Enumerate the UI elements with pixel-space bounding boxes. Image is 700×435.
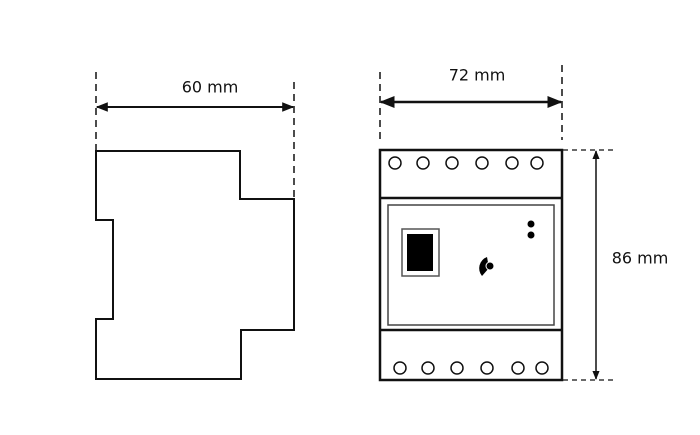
indicator-led-icon	[527, 220, 535, 228]
front-width-dimension	[379, 65, 563, 140]
terminal-screw	[388, 156, 402, 170]
terminal-screw	[393, 361, 407, 375]
front-height-label: 86 mm	[611, 248, 669, 268]
front-outline	[378, 148, 564, 382]
indicator-led-icon	[527, 231, 535, 239]
side-width-label: 60 mm	[181, 77, 239, 97]
side-width-dimension	[95, 72, 295, 199]
terminal-screw	[535, 361, 549, 375]
terminal-screw	[416, 156, 430, 170]
front-panel	[387, 204, 555, 326]
front-width-label: 72 mm	[448, 65, 506, 85]
terminal-screw	[421, 361, 435, 375]
bottom-terminals	[393, 361, 549, 375]
front-height-dimension	[563, 149, 615, 381]
side-view	[95, 150, 295, 380]
front-view	[378, 148, 564, 382]
top-terminals	[388, 156, 544, 170]
terminal-screw	[480, 361, 494, 375]
terminal-screw	[530, 156, 544, 170]
sensor-icon	[479, 257, 495, 276]
terminal-screw	[511, 361, 525, 375]
display-frame	[401, 228, 440, 277]
terminal-screw	[445, 156, 459, 170]
terminal-screw	[450, 361, 464, 375]
display-screen	[407, 234, 433, 271]
terminal-screw	[475, 156, 489, 170]
terminal-screw	[505, 156, 519, 170]
side-profile-outline	[95, 150, 295, 380]
